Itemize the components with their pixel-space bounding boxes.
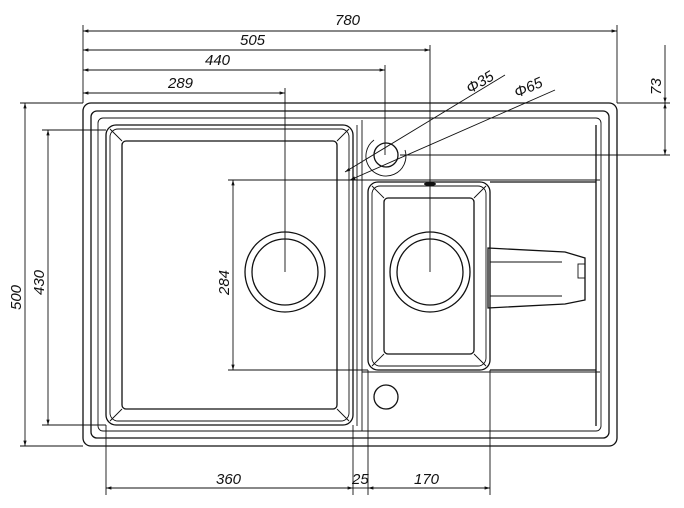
tap-hole bbox=[365, 139, 407, 177]
dim-360: 360 bbox=[216, 471, 242, 488]
dim-289: 289 bbox=[167, 75, 194, 92]
dim-440-label: 440 bbox=[205, 52, 231, 69]
dim-25: 25 bbox=[351, 471, 369, 488]
dim-780: 780 bbox=[335, 12, 361, 29]
dim-73: 73 bbox=[648, 78, 665, 95]
overflow-hole bbox=[373, 384, 399, 410]
dim-phi65: Φ65 bbox=[512, 74, 546, 102]
extension-lines bbox=[20, 25, 670, 495]
dimension-lines bbox=[23, 29, 667, 490]
drainboard-overflow bbox=[487, 247, 586, 309]
dim-430: 430 bbox=[31, 269, 48, 295]
dim-170: 170 bbox=[414, 471, 440, 488]
dim-phi35: Φ35 bbox=[463, 67, 497, 97]
dim-284: 284 bbox=[216, 270, 233, 296]
dimension-labels: 780 505 440 289 73 500 430 284 360 25 17… bbox=[8, 12, 665, 488]
dim-505: 505 bbox=[240, 32, 266, 49]
dim-500: 500 bbox=[8, 284, 25, 310]
large-bowl bbox=[105, 124, 354, 426]
sink-outline bbox=[82, 102, 618, 447]
small-bowl bbox=[356, 120, 600, 431]
